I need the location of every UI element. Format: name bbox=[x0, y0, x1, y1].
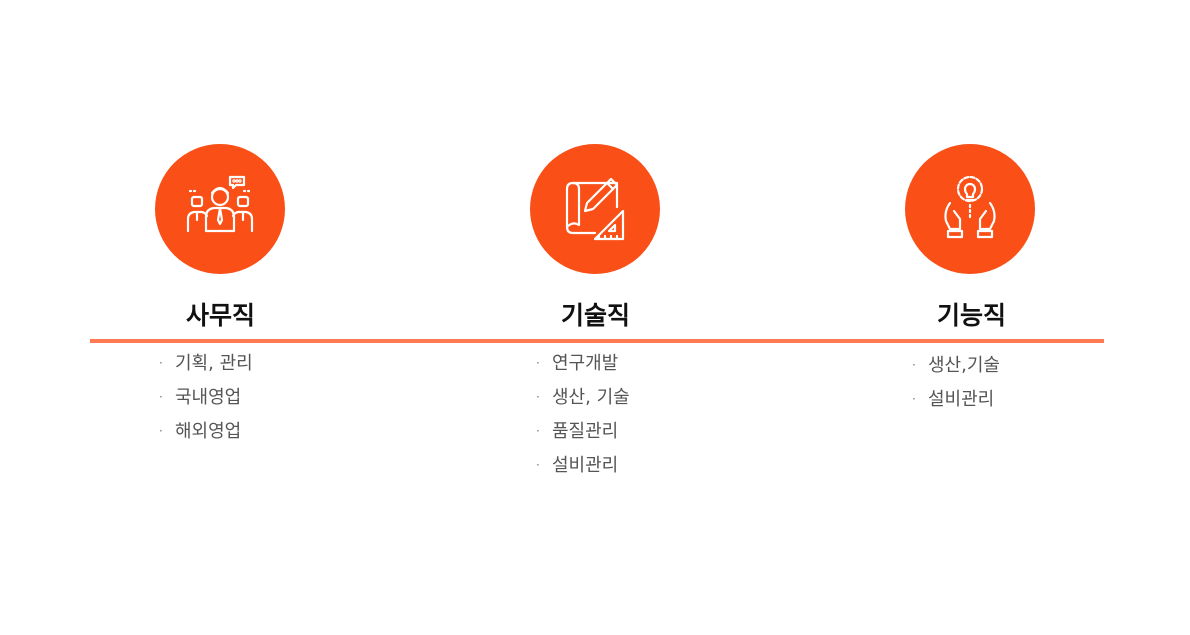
list-item-label: 설비관리 bbox=[552, 455, 619, 476]
list-item: · 연구개발 bbox=[536, 353, 630, 387]
skilled-item-list: · 생산,기술 · 설비관리 bbox=[912, 355, 1000, 423]
list-item: · 생산, 기술 bbox=[536, 387, 630, 421]
technical-item-list: · 연구개발 · 생산, 기술 · 품질관리 · 설비관리 bbox=[536, 353, 630, 489]
section-divider bbox=[90, 339, 1104, 343]
list-item: · 해외영업 bbox=[159, 421, 253, 455]
list-item: · 설비관리 bbox=[536, 455, 630, 489]
office-workers-icon bbox=[186, 175, 254, 233]
skilled-title: 기능직 bbox=[937, 301, 1007, 330]
office-title: 사무직 bbox=[186, 301, 256, 330]
bullet-dot: · bbox=[536, 390, 540, 404]
list-item-label: 품질관리 bbox=[552, 421, 619, 442]
bullet-dot: · bbox=[159, 390, 163, 404]
skilled-category-circle bbox=[905, 144, 1035, 274]
list-item-label: 기획, 관리 bbox=[175, 353, 253, 374]
list-item-label: 생산,기술 bbox=[928, 355, 1000, 376]
bullet-dot: · bbox=[912, 358, 916, 372]
blueprint-pencil-icon bbox=[565, 177, 625, 241]
list-item: · 생산,기술 bbox=[912, 355, 1000, 389]
list-item-label: 생산, 기술 bbox=[552, 387, 630, 408]
list-item-label: 해외영업 bbox=[175, 421, 242, 442]
bullet-dot: · bbox=[912, 392, 916, 406]
bullet-dot: · bbox=[536, 356, 540, 370]
bullet-dot: · bbox=[536, 424, 540, 438]
technical-title: 기술직 bbox=[561, 301, 631, 330]
office-item-list: · 기획, 관리 · 국내영업 · 해외영업 bbox=[159, 353, 253, 455]
list-item: · 기획, 관리 bbox=[159, 353, 253, 387]
list-item: · 국내영업 bbox=[159, 387, 253, 421]
list-item: · 설비관리 bbox=[912, 389, 1000, 423]
list-item-label: 연구개발 bbox=[552, 353, 619, 374]
list-item: · 품질관리 bbox=[536, 421, 630, 455]
list-item-label: 설비관리 bbox=[928, 389, 995, 410]
bullet-dot: · bbox=[159, 424, 163, 438]
office-category-circle bbox=[155, 144, 285, 274]
bullet-dot: · bbox=[536, 458, 540, 472]
list-item-label: 국내영업 bbox=[175, 387, 242, 408]
bullet-dot: · bbox=[159, 356, 163, 370]
hands-lightbulb-gear-icon bbox=[944, 175, 996, 239]
technical-category-circle bbox=[530, 144, 660, 274]
